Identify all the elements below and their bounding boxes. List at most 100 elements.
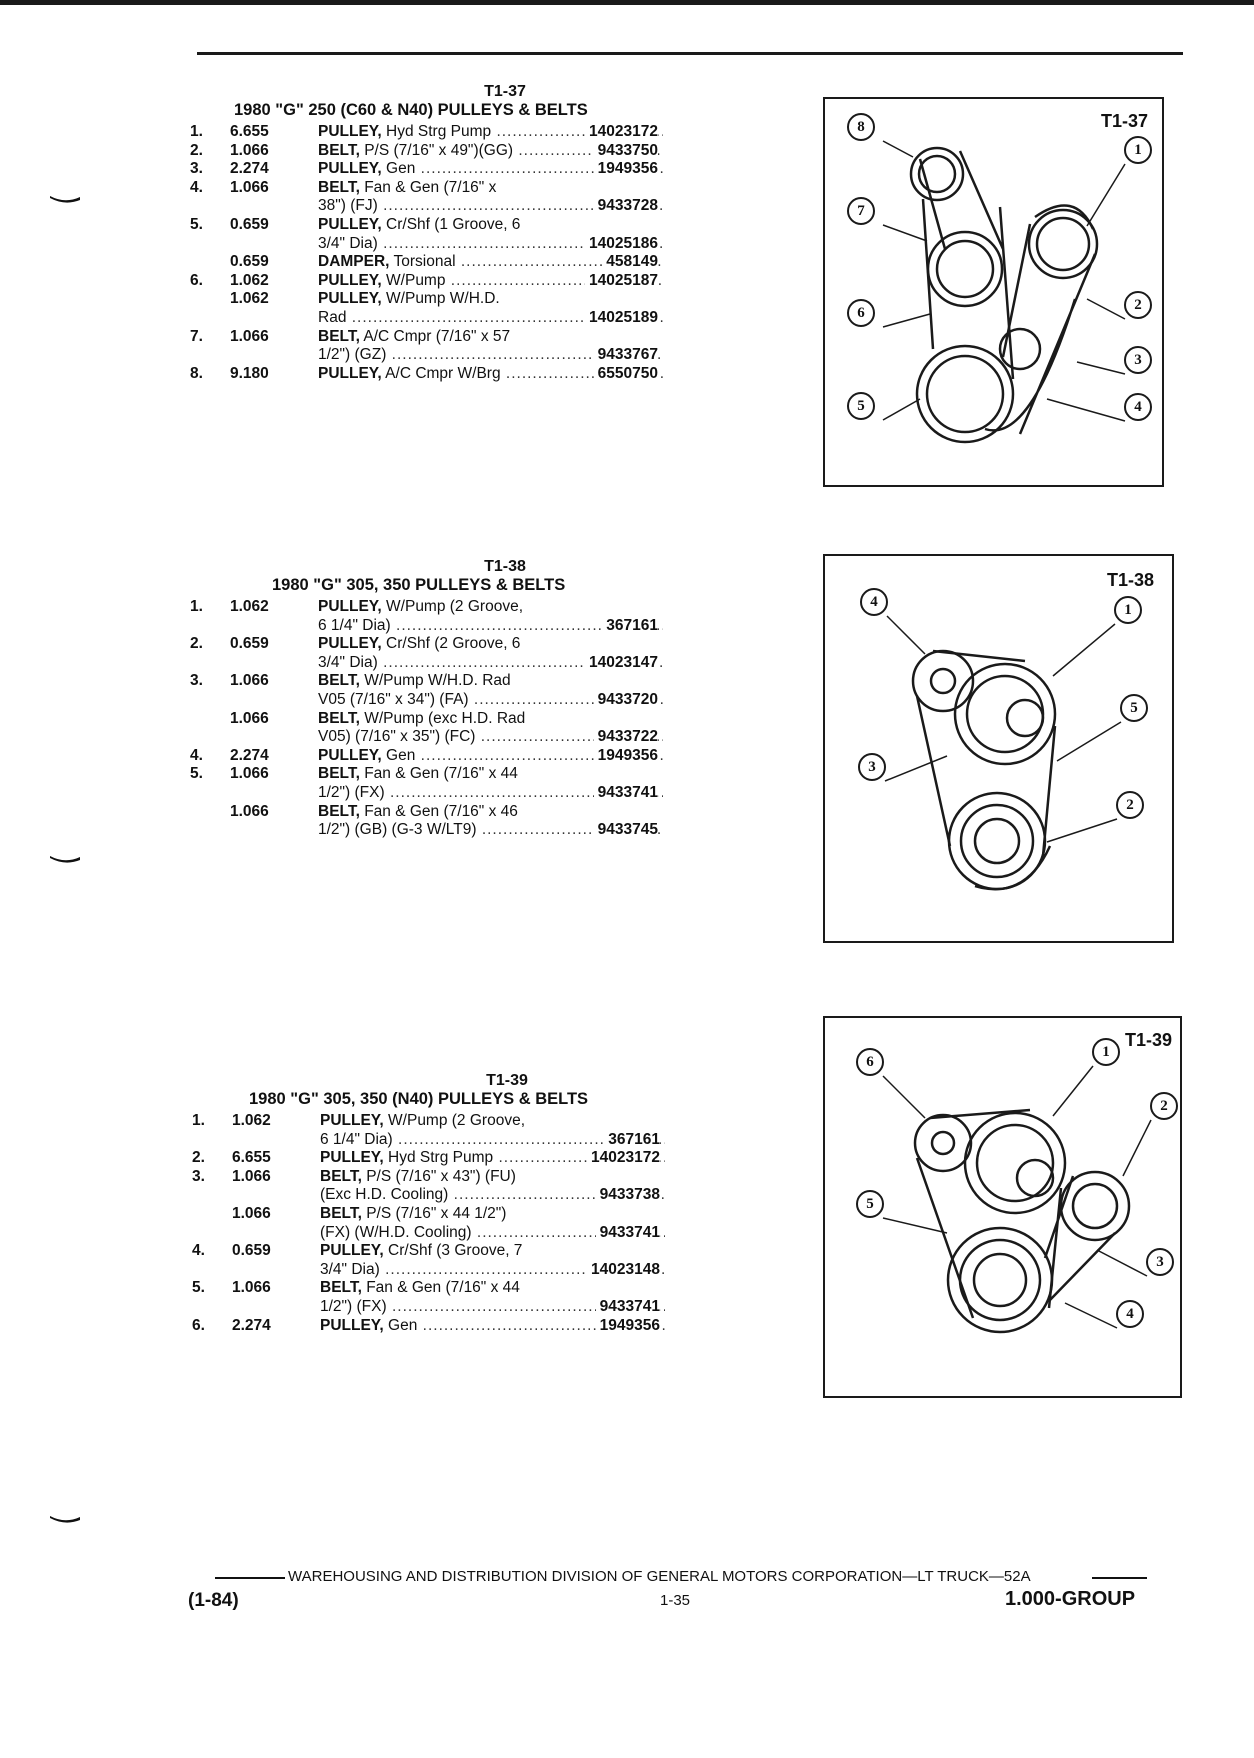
part-row: Rad ....................................… (190, 308, 670, 328)
callout-number: 7 (847, 197, 875, 225)
item-number: 3. (190, 672, 203, 690)
item-description: PULLEY, W/Pump W/H.D. (318, 290, 663, 309)
item-quantity: 1.066 (230, 802, 269, 820)
section-id: T1-39 (486, 1072, 528, 1089)
binder-mark-icon (50, 196, 80, 203)
item-number: 2. (190, 635, 203, 653)
item-text: W/Pump W/H.D. (381, 290, 500, 308)
item-number: 5. (190, 215, 203, 233)
item-quantity: 0.659 (230, 215, 269, 233)
binder-mark-icon (50, 1516, 80, 1523)
part-number: 9433720 (593, 690, 658, 710)
part-number: 9433728 (593, 197, 658, 216)
item-number: 1. (190, 598, 203, 615)
item-text: P/S (7/16" x 43") (FU) (361, 1167, 516, 1185)
callout-number: 6 (847, 299, 875, 327)
item-text: V05) (7/16" x 35") (FC) (318, 728, 476, 746)
item-quantity: 1.066 (230, 327, 269, 345)
item-text: P/S (7/16" x 44 1/2") (361, 1204, 507, 1222)
section-title: 1980 "G" 250 (C60 & N40) PULLEYS & BELTS (234, 101, 588, 119)
item-quantity: 1.062 (230, 271, 269, 289)
part-number: 14025189 (585, 308, 658, 328)
item-name: BELT, (318, 178, 360, 196)
item-name: PULLEY, (318, 598, 382, 615)
item-text: W/Pump (exc H.D. Rad (359, 709, 526, 727)
item-quantity: 0.659 (230, 635, 269, 653)
item-quantity: 1.066 (230, 672, 269, 690)
item-description: BELT, Fan & Gen (7/16" x 46 (318, 803, 663, 822)
item-name: BELT, (318, 327, 360, 345)
item-text: 3/4" Dia) (318, 234, 378, 252)
part-row: 6 1/4" Dia) ............................… (192, 1130, 672, 1150)
item-text: V05 (7/16" x 34") (FA) (318, 690, 469, 708)
item-text: (FX) (W/H.D. Cooling) (320, 1223, 472, 1241)
item-quantity: 2.274 (232, 1316, 271, 1334)
part-number: 458149 (602, 253, 658, 272)
item-description: BELT, W/Pump (exc H.D. Rad (318, 710, 663, 729)
item-name: PULLEY, (318, 215, 382, 233)
item-description: PULLEY, Cr/Shf (3 Groove, 7 (320, 1242, 665, 1261)
item-name: PULLEY, (318, 635, 382, 653)
item-text: 6 1/4" Dia) (320, 1130, 393, 1148)
item-name: BELT, (318, 672, 360, 690)
part-row: 3/4" Dia) ..............................… (192, 1260, 672, 1280)
item-text: 38") (FJ) (318, 197, 378, 215)
section-title: 1980 "G" 305, 350 (N40) PULLEYS & BELTS (249, 1090, 589, 1108)
item-text: A/C Cmpr W/Brg (381, 364, 501, 382)
item-quantity: 6.655 (230, 123, 269, 140)
item-description: BELT, W/Pump W/H.D. Rad (318, 672, 663, 691)
item-text: Hyd Strg Pump (383, 1149, 494, 1167)
item-description: BELT, Fan & Gen (7/16" x 44 (320, 1279, 665, 1298)
part-row: (FX) (W/H.D. Cooling) ..................… (192, 1223, 672, 1243)
part-number: 9433722 (593, 728, 658, 747)
item-name: PULLEY, (318, 271, 382, 289)
part-number: 9433767 (593, 346, 658, 365)
callout-number: 6 (856, 1048, 884, 1076)
callout-number: 4 (1124, 393, 1152, 421)
item-text: 3/4" Dia) (320, 1260, 380, 1278)
item-text: Fan & Gen (7/16" x 44 (361, 1279, 520, 1297)
dot-leader: ........................................… (398, 1130, 665, 1148)
top-border (0, 0, 1254, 5)
item-text: 1/2") (FX) (320, 1297, 387, 1315)
part-row: (Exc H.D. Cooling) .....................… (192, 1186, 672, 1205)
item-quantity: 0.659 (230, 253, 269, 271)
item-number: 1. (192, 1112, 205, 1129)
part-row: 3/4" Dia) ..............................… (190, 653, 670, 673)
callout-number: 4 (860, 588, 888, 616)
parts-section-t1-39: T1-39 1980 "G" 305, 350 (N40) PULLEYS & … (192, 1071, 672, 1336)
footer-date: (1-84) (188, 1590, 239, 1611)
item-text: A/C Cmpr (7/16" x 57 (359, 327, 511, 345)
footer-dash (1092, 1577, 1147, 1579)
item-name: PULLEY, (320, 1112, 384, 1129)
section-title: 1980 "G" 305, 350 PULLEYS & BELTS (272, 576, 566, 594)
part-number: 9433741 (595, 1223, 660, 1243)
footer-dash (215, 1577, 285, 1579)
figure-label: T1-39 (1124, 1030, 1172, 1050)
item-number: 6. (192, 1316, 205, 1334)
item-number: 3. (190, 160, 203, 178)
item-description: BELT, P/S (7/16" x 44 1/2") (320, 1205, 665, 1224)
item-quantity: 1.066 (230, 141, 269, 159)
figure-label: T1-37 (1100, 111, 1148, 131)
part-number: 14025186 (585, 234, 658, 254)
item-text: P/S (7/16" x 49")(GG) (359, 141, 514, 159)
item-text: W/Pump (381, 271, 446, 289)
part-number: 6550750 (593, 364, 658, 384)
part-row: 1.066 BELT, Fan & Gen (7/16" x 46 (190, 803, 670, 822)
item-description: 38") (FJ) ..............................… (318, 197, 663, 216)
item-description: BELT, Fan & Gen (7/16" x 44 (318, 765, 663, 784)
item-description: PULLEY, Cr/Shf (1 Groove, 6 (318, 216, 663, 235)
